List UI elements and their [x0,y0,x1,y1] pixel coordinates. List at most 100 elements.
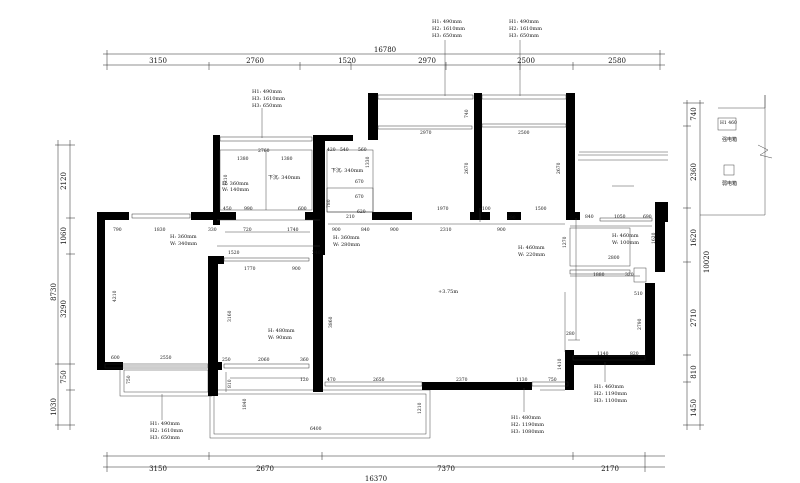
int-dim: 820 [630,351,639,357]
int-dim: 2650 [373,377,385,383]
int-dim: 2760 [258,148,270,154]
opening-spec: W: 340mm [170,241,197,247]
right-dim-2360: 2360 [690,163,698,181]
beam-note: 下沉: 340mm [331,167,364,174]
int-dim: 900 [390,227,399,233]
right-dim-810: 810 [690,365,698,378]
int-dim: 6400 [310,426,322,432]
bottom-dim-1: 3150 [149,465,167,473]
int-dim: 840 [585,214,594,220]
int-dim: 790 [113,227,122,233]
int-dim: 1880 [593,272,605,278]
int-dim: 2670 [556,162,562,174]
electrical-box-legend: H1 460 强电箱 弱电箱 [700,95,773,216]
left-dim-2120: 2120 [60,172,68,190]
int-dim: 470 [327,377,336,383]
int-dim: 210 [346,214,355,220]
int-dim: 1270 [562,236,568,248]
win-spec: H1: 490mm [252,89,282,95]
win-spec: H3: 1100mm [594,398,627,404]
left-dim-1060: 1060 [60,227,68,245]
int-dim: 1210 [223,174,229,186]
opening-spec: H: 360mm [170,234,197,240]
bottom-dim-4: 2170 [601,465,619,473]
win-spec: H1: 490mm [150,421,180,427]
win-spec: H2: 1610mm [432,26,465,32]
bottom-total-dim: 16370 [365,475,387,483]
interior-dimensions: 2760 1380 1380 1210 450 990 600 420 540 … [111,109,657,432]
int-dim: 810 [227,379,233,388]
int-dim: 1830 [154,227,166,233]
int-dim: 560 [358,147,367,153]
top-dim-5: 2500 [517,57,535,65]
int-dim: 900 [292,266,301,272]
room-notes: 下沉: 340mm 下沉: 340mm +3.75m [268,167,458,295]
right-dim-2710: 2710 [690,309,698,327]
int-dim: 290 [507,215,516,221]
int-dim: 900 [497,227,506,233]
int-dim: 750 [548,377,557,383]
int-dim: 1130 [516,377,528,383]
opening-spec: W: 280mm [333,242,360,248]
int-dim: 780 [326,199,332,208]
win-spec: H1: 490mm [509,19,539,25]
right-dim-1620: 1620 [690,229,698,247]
win-spec: H2: 1610mm [150,428,183,434]
int-dim: 280 [566,331,575,337]
top-dim-6: 2580 [608,57,626,65]
int-dim: 1380 [281,156,293,162]
strong-box-icon [717,117,737,131]
win-spec: H1: 480mm [511,415,541,421]
int-dim: 1380 [237,156,249,162]
int-dim: 1410 [557,358,563,370]
left-dim-3290: 3290 [60,300,68,318]
bottom-dimension-chain: 3150 2670 7370 2170 16370 [103,452,665,483]
left-dim-8730: 8730 [50,283,58,301]
top-total-dim: 16780 [374,46,396,54]
int-dim: 600 [111,355,120,361]
int-dim: 1520 [228,250,240,256]
int-dim: 1140 [597,351,609,357]
int-dim: 320 [625,272,634,278]
balcony-outlines [119,154,668,439]
win-spec: H3: 1080mm [511,429,544,435]
bottom-dim-3: 7370 [437,465,455,473]
strong-box-label: 强电箱 [722,136,737,143]
int-dim: 670 [355,179,364,185]
right-dim-1450: 1450 [690,399,698,417]
int-dim: 1500 [535,206,547,212]
int-dim: 2500 [518,130,530,136]
int-dim: 2370 [456,377,468,383]
win-spec: H3: 1610mm [252,96,285,102]
int-dim: 540 [340,147,349,153]
opening-spec: W: 220mm [518,252,545,258]
int-dim: 4210 [112,290,118,302]
int-dim: 620 [357,209,366,215]
int-dim: 330 [208,227,217,233]
opening-spec: H: 460mm [612,233,639,239]
opening-spec: H: 460mm [518,245,545,251]
top-dim-3: 1520 [338,57,356,65]
opening-spec: W: 100mm [612,240,639,246]
opening-spec: H: 360mm [333,235,360,241]
weak-box-label: 弱电箱 [722,180,737,187]
int-dim: 1970 [437,206,449,212]
opening-specs: H: 360mm W: 140mm H: 360mm W: 340mm H: 3… [170,181,639,341]
int-dim: 2310 [440,227,452,233]
opening-spec: H: 480mm [268,328,295,334]
top-dimension-chain: 16780 3150 2760 1520 2970 2500 2580 [103,46,665,70]
win-spec: H1: 490mm [432,19,462,25]
int-dim: 510 [634,291,643,297]
int-dim: 840 [361,227,370,233]
win-spec: H2: 1190mm [511,422,544,428]
right-dim-740: 740 [690,107,698,120]
opening-spec: W: 140mm [222,187,249,193]
int-dim: 2800 [608,255,620,261]
int-dim: 340 [312,250,321,256]
win-spec: H3: 650mm [252,103,282,109]
int-dim: 3860 [328,316,334,328]
int-dim: 900 [332,227,341,233]
int-dim: 100 [482,206,491,212]
int-dim: 1210 [417,402,423,414]
